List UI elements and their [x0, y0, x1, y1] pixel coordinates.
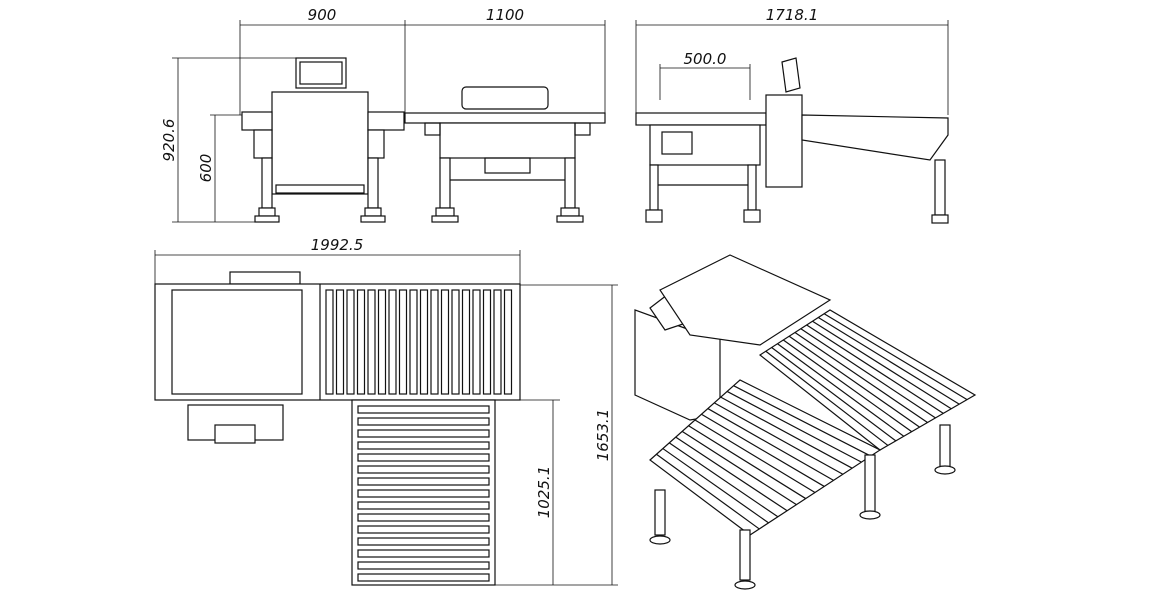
roller: [681, 430, 797, 506]
roller: [688, 425, 807, 500]
roller: [346, 289, 355, 395]
roller: [357, 477, 490, 486]
roller: [357, 429, 490, 438]
end-view: [635, 57, 949, 224]
isometric-view: [634, 254, 977, 590]
roller: [357, 405, 490, 414]
front-view: [241, 57, 405, 223]
roller: [675, 436, 788, 512]
roller: [707, 408, 834, 481]
roller: [668, 442, 779, 518]
roller: [357, 537, 490, 546]
roller: [806, 324, 944, 414]
roller: [701, 413, 825, 487]
roller: [656, 453, 760, 530]
roller: [357, 525, 490, 534]
roller: [788, 335, 920, 428]
roller: [818, 316, 960, 405]
roller: [503, 289, 513, 395]
roller: [812, 320, 952, 410]
roller: [357, 417, 490, 426]
roller: [335, 289, 345, 395]
roller: [357, 465, 490, 474]
roller: [398, 289, 408, 395]
dim-1653: 1653.1: [594, 409, 612, 462]
roller: [388, 289, 397, 395]
roller: [823, 313, 968, 401]
dim-1025: 1025.1: [535, 466, 553, 519]
roller: [430, 289, 439, 395]
roller: [451, 289, 460, 395]
dim-1992: 1992.5: [311, 236, 364, 254]
dim-900: 900: [308, 6, 337, 24]
dimension-lines: [154, 20, 949, 586]
roller: [733, 385, 871, 457]
roller: [357, 489, 490, 498]
roller: [782, 339, 913, 433]
roller: [771, 347, 897, 442]
roller: [461, 289, 471, 395]
side-view: [404, 86, 606, 223]
roller: [765, 350, 889, 446]
roller: [713, 402, 844, 475]
roller: [325, 289, 334, 395]
roller: [367, 289, 376, 395]
roller: [800, 328, 936, 419]
roller: [694, 419, 816, 494]
roller: [357, 573, 490, 582]
roller: [720, 396, 853, 469]
dim-1100: 1100: [486, 6, 524, 24]
dim-1718: 1718.1: [766, 6, 819, 24]
roller: [662, 448, 769, 524]
roller: [482, 289, 492, 395]
roller: [356, 289, 366, 395]
roller: [357, 453, 490, 462]
roller: [440, 289, 450, 395]
roller: [777, 343, 905, 437]
roller: [357, 513, 490, 522]
roller: [357, 549, 490, 558]
roller: [493, 289, 502, 395]
roller: [409, 289, 418, 395]
roller: [377, 289, 387, 395]
dim-600: 600: [197, 154, 215, 183]
roller: [357, 501, 490, 510]
dim-500: 500.0: [684, 50, 727, 68]
roller: [357, 561, 490, 570]
roller: [726, 390, 862, 463]
top-view: [154, 271, 521, 586]
roller: [419, 289, 429, 395]
roller: [794, 332, 928, 423]
roller: [357, 441, 490, 450]
roller: [472, 289, 481, 395]
dim-920: 920.6: [160, 119, 178, 162]
